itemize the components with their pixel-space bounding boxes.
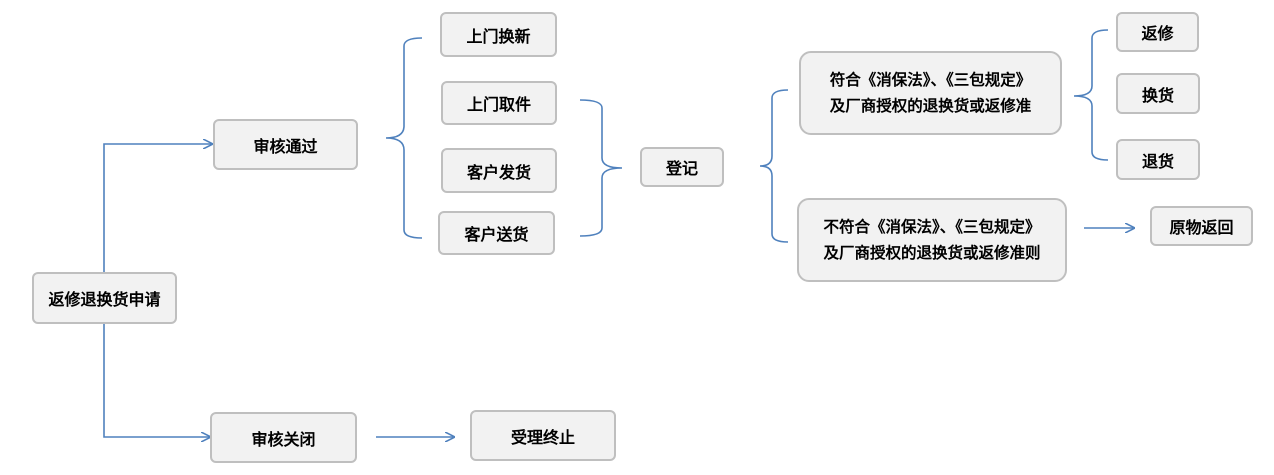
brace-register: [759, 89, 789, 243]
repair-node: 返修: [1116, 12, 1199, 52]
brace-approved: [385, 37, 423, 239]
customer-deliver-node: 客户送货: [438, 211, 555, 255]
exchange-node: 换货: [1116, 73, 1200, 114]
compliant-node: 符合《消保法》、《三包规定》 及厂商授权的退换货或返修准: [799, 51, 1062, 135]
customer-ship-node: 客户发货: [441, 148, 557, 193]
home-pickup-node: 上门取件: [441, 81, 557, 125]
connector-apply-to-closed: [103, 324, 210, 437]
brace-compliant: [1073, 29, 1109, 161]
home-exchange-node: 上门换新: [440, 12, 557, 57]
noncompliant-line-1: 不符合《消保法》、《三包规定》: [823, 218, 1041, 236]
approved-node: 审核通过: [213, 119, 358, 170]
apply-node: 返修退换货申请: [32, 272, 177, 324]
return-original-node: 原物返回: [1150, 206, 1253, 246]
connector-apply-to-approved: [103, 144, 212, 272]
return-goods-node: 退货: [1116, 139, 1200, 180]
register-node: 登记: [640, 147, 724, 187]
closed-node: 审核关闭: [210, 412, 357, 463]
brace-to-register: [579, 99, 623, 237]
compliant-line-2: 及厂商授权的退换货或返修准: [829, 97, 1032, 115]
terminated-node: 受理终止: [470, 410, 616, 461]
compliant-line-1: 符合《消保法》、《三包规定》: [829, 71, 1032, 89]
noncompliant-line-2: 及厂商授权的退换货或返修准则: [823, 244, 1041, 262]
noncompliant-node: 不符合《消保法》、《三包规定》 及厂商授权的退换货或返修准则: [797, 198, 1067, 282]
